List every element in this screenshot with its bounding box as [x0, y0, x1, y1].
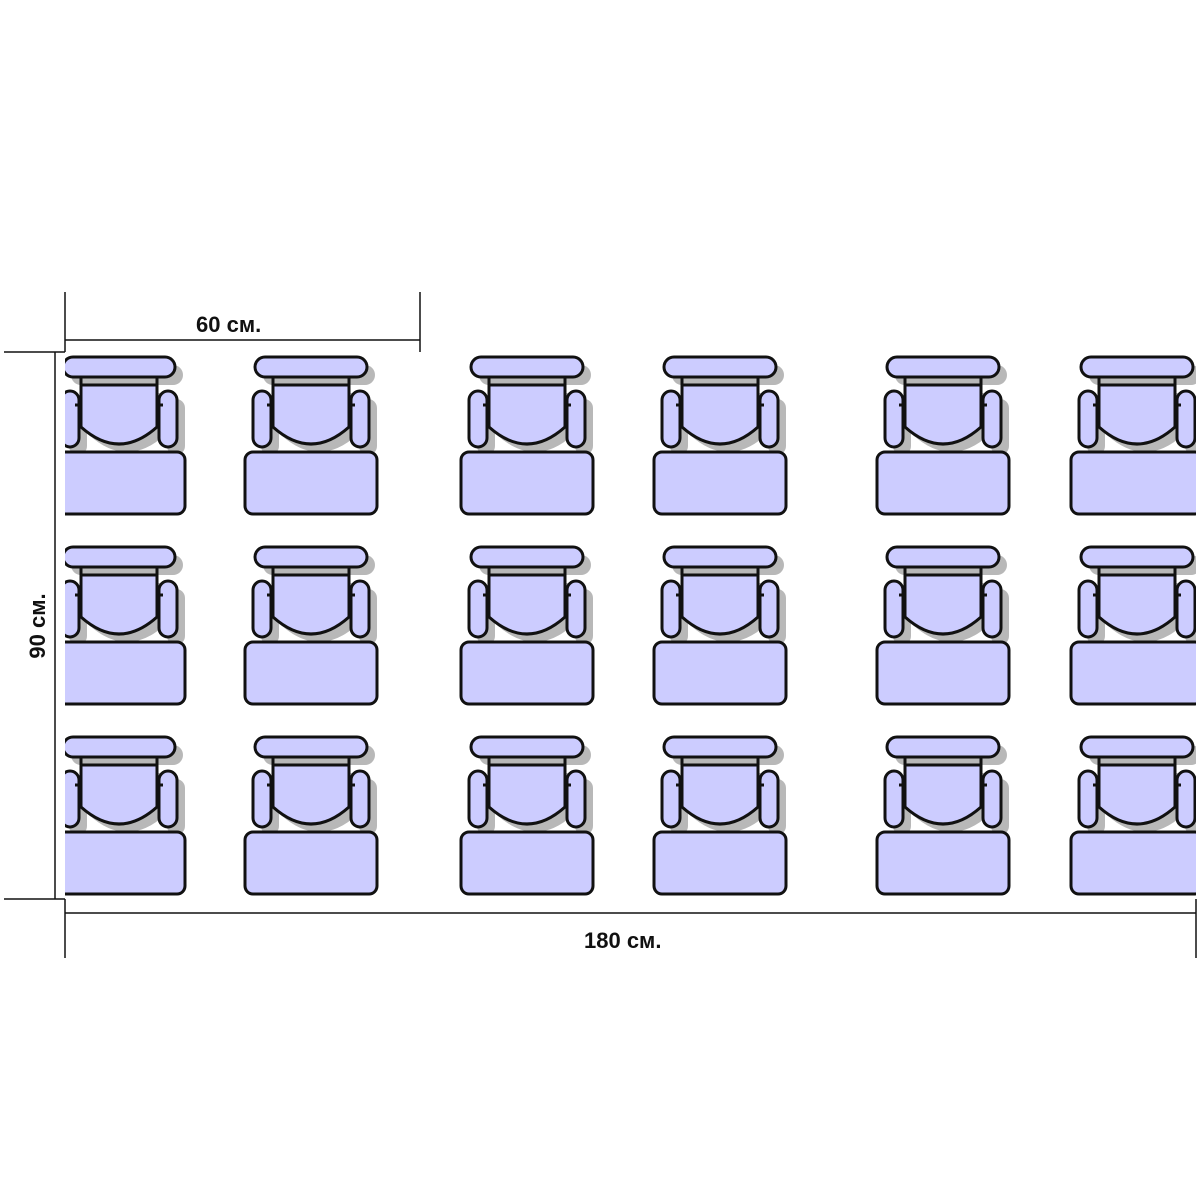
total-width-label: 180 см.	[584, 928, 662, 953]
office-chair-icon	[883, 735, 1011, 837]
office-chair-icon	[251, 355, 379, 457]
desk-icon	[459, 830, 595, 896]
office-chair-icon	[1077, 355, 1200, 457]
desk-icon	[243, 450, 379, 516]
desk-icon	[875, 830, 1011, 896]
office-chair-icon	[660, 735, 788, 837]
office-chair-icon	[59, 355, 187, 457]
desk-icon	[875, 450, 1011, 516]
desk-icon	[1069, 830, 1200, 896]
office-chair-icon	[660, 545, 788, 647]
office-chair-icon	[883, 355, 1011, 457]
desk-icon	[1069, 450, 1200, 516]
desk-icon	[51, 450, 187, 516]
desk-icon	[652, 640, 788, 706]
office-chair-icon	[660, 355, 788, 457]
office-chair-icon	[251, 545, 379, 647]
desk-icon	[51, 640, 187, 706]
office-chair-icon	[467, 355, 595, 457]
panel-gap	[421, 340, 452, 905]
office-chair-icon	[1077, 735, 1200, 837]
desk-icon	[652, 830, 788, 896]
panel-gap	[809, 340, 838, 905]
panel-edge-mask	[0, 340, 65, 905]
height-label: 90 см.	[25, 593, 50, 659]
desk-icon	[875, 640, 1011, 706]
desk-icon	[51, 830, 187, 896]
dimension-lines	[4, 292, 1197, 958]
panel-width-label: 60 см.	[196, 312, 262, 337]
panel-edge-mask	[1196, 340, 1200, 905]
office-chair-icon	[251, 735, 379, 837]
office-chair-icon	[59, 735, 187, 837]
office-chair-icon	[59, 545, 187, 647]
office-chair-icon	[467, 545, 595, 647]
desk-icon	[652, 450, 788, 516]
office-chair-icon	[1077, 545, 1200, 647]
desk-icon	[243, 640, 379, 706]
desk-icon	[459, 640, 595, 706]
desk-icon	[459, 450, 595, 516]
desk-icon	[1069, 640, 1200, 706]
office-chair-icon	[467, 735, 595, 837]
desk-icon	[243, 830, 379, 896]
office-chair-icon	[883, 545, 1011, 647]
